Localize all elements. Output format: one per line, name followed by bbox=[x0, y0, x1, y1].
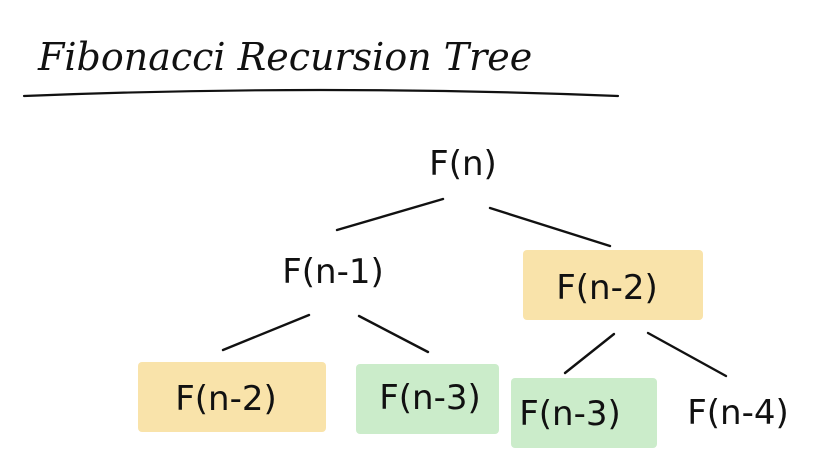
node-f-n-3-left: F(n-3) bbox=[379, 378, 481, 418]
diagram-title: Fibonacci Recursion Tree bbox=[37, 35, 532, 79]
highlight-box-f-n-2-level1 bbox=[523, 250, 703, 320]
title-underline bbox=[22, 88, 620, 98]
highlight-box-f-n-2-level2 bbox=[138, 362, 326, 432]
node-root: F(n) bbox=[429, 144, 497, 184]
highlight-box-f-n-3-left bbox=[356, 364, 499, 434]
edge-f-n-2-to-f-n-3 bbox=[563, 332, 616, 375]
node-f-n-4: F(n-4) bbox=[687, 393, 789, 433]
edge-f-n-2-to-f-n-4 bbox=[646, 331, 728, 378]
edge-f-n-1-to-f-n-2 bbox=[221, 313, 311, 352]
edge-f-n-1-to-f-n-3 bbox=[357, 314, 430, 354]
node-f-n-1: F(n-1) bbox=[282, 252, 384, 292]
edge-root-to-f-n-2 bbox=[488, 206, 612, 248]
node-f-n-3-right: F(n-3) bbox=[519, 394, 621, 434]
highlight-box-f-n-3-right bbox=[511, 378, 657, 448]
node-f-n-2-level1: F(n-2) bbox=[556, 268, 658, 308]
edge-root-to-f-n-1 bbox=[335, 197, 445, 232]
node-f-n-2-level2: F(n-2) bbox=[175, 379, 277, 419]
